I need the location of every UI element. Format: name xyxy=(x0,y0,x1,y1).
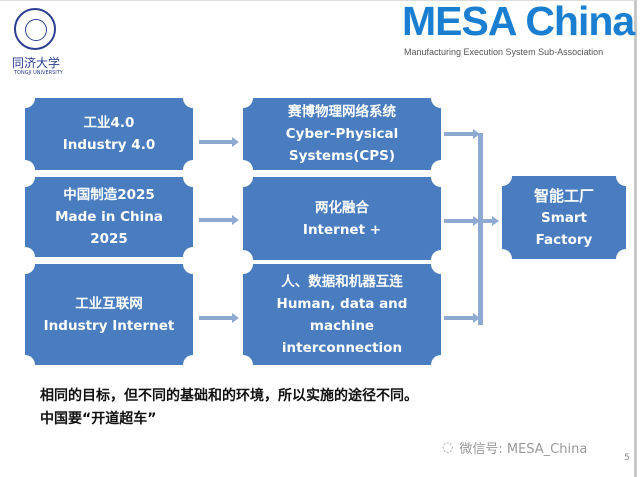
box-label-en: Cyber-Physical xyxy=(285,126,399,142)
box-label-en: Industry Internet xyxy=(43,317,175,334)
wechat-footer: ◌ 微信号: MESA_China xyxy=(442,438,587,457)
box-label-cn: 两化融合 xyxy=(315,199,369,216)
arrow-1 xyxy=(199,137,239,147)
box-label-en2: 2025 xyxy=(90,231,128,247)
box-label-en: Smart xyxy=(540,209,587,226)
arrow-3 xyxy=(199,313,239,323)
box-label-en: Industry 4.0 xyxy=(62,137,156,153)
box-label-cn: 智能工厂 xyxy=(533,186,594,205)
tongji-name-cn: 同济大学 xyxy=(12,56,61,70)
box-label-cn: 人、数据和机器互连 xyxy=(281,273,403,290)
arrow-5 xyxy=(444,216,480,226)
mesa-subtitle: Manufacturing Execution System Sub-Assoc… xyxy=(404,47,604,57)
mesa-title: MESA China xyxy=(402,0,635,44)
box-label-cn: 中国制造2025 xyxy=(63,187,155,203)
wechat-icon: ◌ xyxy=(442,440,454,455)
box-label-cn: 工业4.0 xyxy=(83,115,135,131)
arrow-to-smart-factory xyxy=(483,216,499,226)
box-label-en3: interconnection xyxy=(281,339,403,356)
box-label-cn: 赛博物理网络系统 xyxy=(288,104,396,120)
arrow-6 xyxy=(444,313,480,323)
note: 相同的目标，但不同的基础和的环境，所以实施的途径不同。 中国要“开道超车” xyxy=(40,385,418,431)
note-line-1: 相同的目标，但不同的基础和的环境，所以实施的途径不同。 xyxy=(40,388,418,404)
tongji-name-en: TONGJI UNIVERSITY xyxy=(14,70,63,76)
arrow-4 xyxy=(444,129,480,139)
box-industry-4: 工业4.0 Industry 4.0 xyxy=(25,98,193,170)
box-interconnection: 人、数据和机器互连 Human, data and machine interc… xyxy=(243,264,441,365)
arrow-2 xyxy=(199,215,239,225)
box-industry-internet: 工业互联网 Industry Internet xyxy=(25,264,193,365)
box-smart-factory: 智能工厂 Smart Factory xyxy=(502,176,626,259)
box-internet-plus: 两化融合 Internet + xyxy=(243,177,441,260)
box-made-in-china: 中国制造2025 Made in China 2025 xyxy=(25,177,193,257)
box-label-en2: Systems(CPS) xyxy=(288,148,396,164)
box-label-en: Made in China xyxy=(55,209,163,225)
box-label-en: Human, data and xyxy=(276,295,408,312)
tongji-seal-icon xyxy=(14,8,56,50)
wechat-id: 微信号: MESA_China xyxy=(459,442,588,457)
box-cps: 赛博物理网络系统 Cyber-Physical Systems(CPS) xyxy=(243,98,441,170)
page-number: 5 xyxy=(624,453,630,463)
box-label-en: Internet + xyxy=(302,221,382,238)
box-label-en2: machine xyxy=(309,317,375,334)
note-line-2: 中国要“开道超车” xyxy=(40,411,157,427)
box-label-cn: 工业互联网 xyxy=(75,295,143,312)
merge-bar xyxy=(478,133,483,325)
box-label-en2: Factory xyxy=(535,231,593,248)
